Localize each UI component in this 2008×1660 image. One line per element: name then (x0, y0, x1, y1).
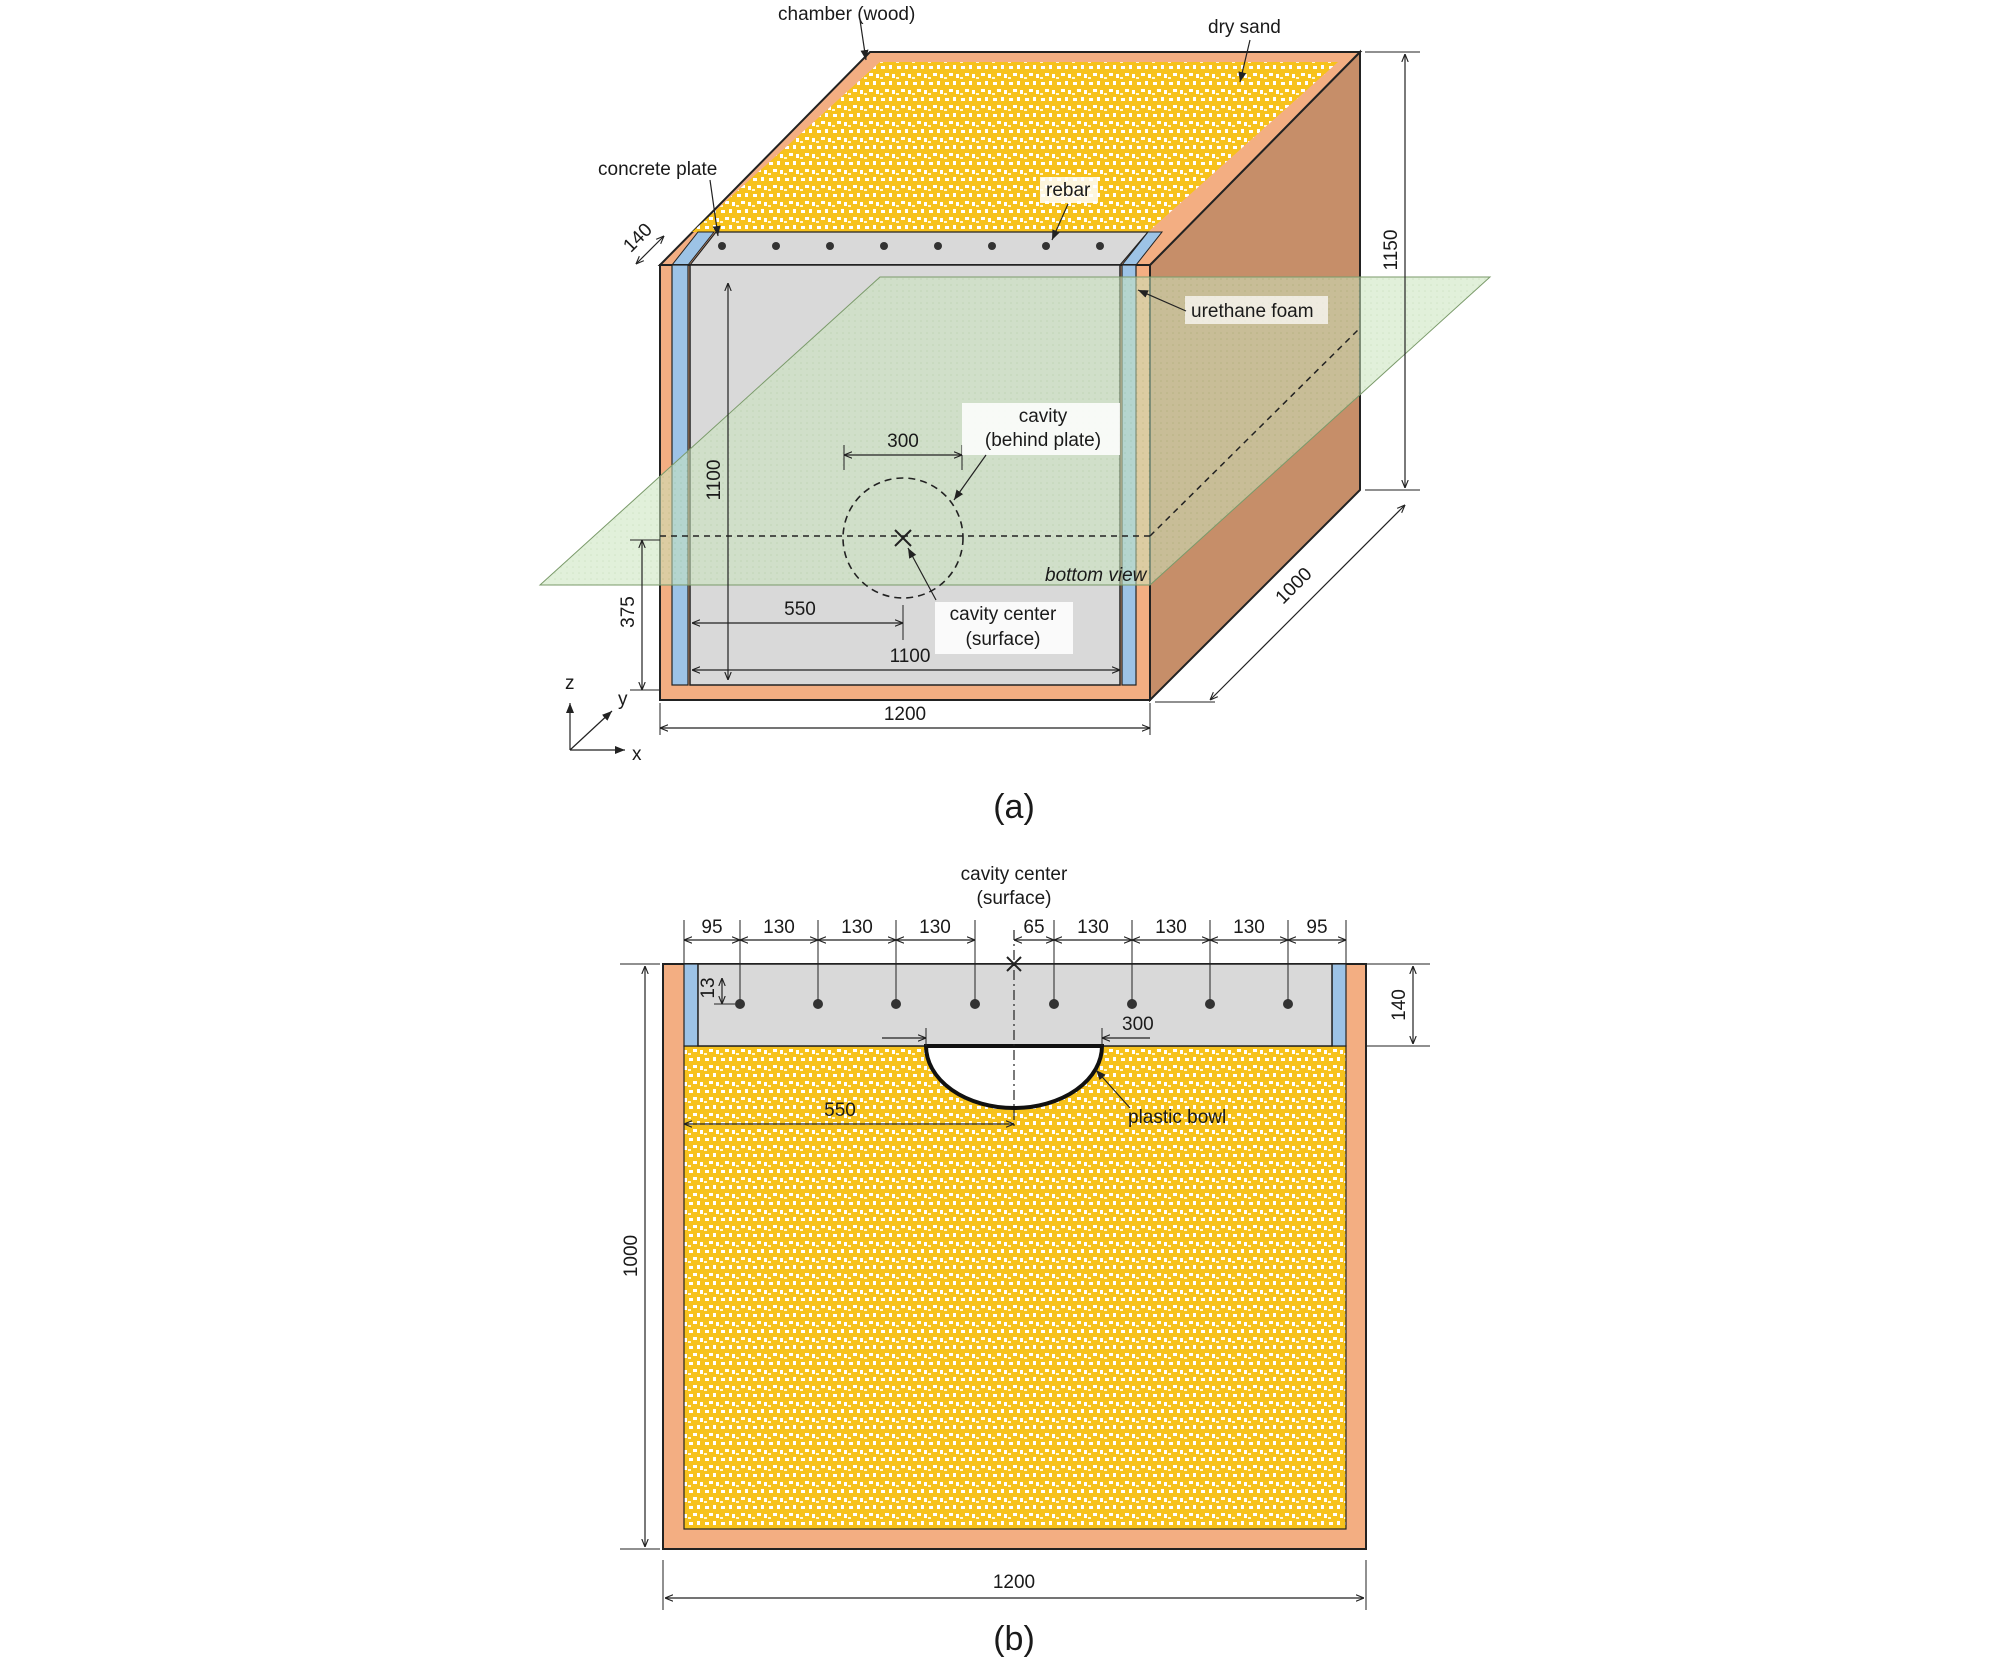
cavity-center-label-bg (935, 602, 1073, 654)
cavity-center-b-label-1: cavity center (961, 864, 1068, 885)
dim-1000-b-label: 1000 (621, 1235, 642, 1277)
dim-300-a-label: 300 (887, 431, 919, 452)
rebar-dot (1096, 242, 1104, 250)
dim-1100-h-label: 1100 (890, 646, 931, 667)
foam-b-right (1331, 963, 1347, 1047)
rebar-dot (772, 242, 780, 250)
dim-top-4: 65 (1023, 917, 1044, 938)
caption-a: (a) (993, 788, 1035, 826)
dim-top-0: 95 (701, 917, 722, 938)
rebar-dot (1042, 242, 1050, 250)
dim-1200-b-label: 1200 (993, 1572, 1035, 1593)
dim-550-b-label: 550 (824, 1100, 856, 1121)
dim-140-a (636, 236, 664, 264)
axis-x-label: x (632, 744, 642, 765)
plastic-bowl-label: plastic bowl (1128, 1107, 1226, 1128)
section-line-side (1149, 327, 1361, 537)
dim-140-a-label: 140 (619, 219, 656, 256)
dim-top-7: 130 (1233, 917, 1265, 938)
rebar-dot (1283, 999, 1293, 1009)
chamber-label: chamber (wood) (778, 4, 915, 25)
rebar-dot (880, 242, 888, 250)
cavity-label-1: cavity (1019, 406, 1068, 427)
axes-indicator: z x y (565, 673, 642, 765)
dim-13-label: 13 (698, 977, 719, 998)
dim-top-8: 95 (1306, 917, 1327, 938)
rebar-row-b (735, 999, 1293, 1009)
rebar-dot (1127, 999, 1137, 1009)
bottom-view-label: bottom view (1045, 565, 1148, 586)
rebar-dot (1205, 999, 1215, 1009)
rebar-row-a (718, 242, 1104, 250)
concrete-plate-label: concrete plate (598, 159, 717, 180)
dry-sand-label: dry sand (1208, 17, 1281, 38)
urethane-foam-label: urethane foam (1191, 301, 1314, 322)
rebar-dot (1049, 999, 1059, 1009)
rebar-dot (970, 999, 980, 1009)
cavity-label-bg (962, 403, 1120, 455)
sand-top-fill (692, 62, 1338, 232)
foam-b-left (683, 963, 699, 1047)
cavity-center-mark-b (1006, 956, 1022, 972)
urethane-label-bg (1185, 296, 1328, 324)
rebar-label-bg (1040, 177, 1098, 203)
dim-1000-a (1210, 505, 1405, 700)
dim-375-label: 375 (618, 596, 639, 628)
axis-z-label: z (565, 673, 575, 694)
dim-top-3: 130 (919, 917, 951, 938)
cavity-center-b-label-2: (surface) (977, 888, 1052, 909)
dim-140-b-label: 140 (1389, 989, 1410, 1021)
dim-top-6: 130 (1155, 917, 1187, 938)
cavity-label-2: (behind plate) (985, 430, 1101, 451)
rebar-dot (826, 242, 834, 250)
dim-top-5: 130 (1077, 917, 1109, 938)
view-a: bottom view 300 1100 550 1100 1200 375 1… (538, 4, 1492, 826)
view-b: 95 130 130 130 65 130 130 130 95 13 300 … (620, 864, 1430, 1658)
dim-top-1: 130 (763, 917, 795, 938)
sand-fill-b (683, 1045, 1347, 1530)
rebar-dot (988, 242, 996, 250)
cavity-center-mark (894, 529, 912, 547)
dim-1150-label: 1150 (1381, 230, 1402, 271)
rebar-dot (735, 999, 745, 1009)
dim-1200-a-label: 1200 (884, 704, 926, 725)
dim-550-a-label: 550 (784, 599, 816, 620)
cavity-center-label-2: (surface) (966, 629, 1041, 650)
dim-top-2: 130 (841, 917, 873, 938)
cavity-center-label-1: cavity center (950, 604, 1057, 625)
concrete-plate-b (697, 963, 1333, 1047)
rebar-dot (891, 999, 901, 1009)
rebar-dot (813, 999, 823, 1009)
rebar-dot (718, 242, 726, 250)
dim-1100-v-label: 1100 (704, 460, 725, 501)
caption-b: (b) (993, 1620, 1035, 1658)
cavity-circle (842, 477, 964, 599)
dim-300-b-label: 300 (1122, 1014, 1154, 1035)
rebar-label: rebar (1046, 180, 1091, 201)
rebar-dot (934, 242, 942, 250)
concrete-plate-top (688, 231, 1150, 266)
axis-y-label: y (618, 689, 628, 710)
dim-chain-top: 95 130 130 130 65 130 130 130 95 (683, 917, 1347, 1000)
